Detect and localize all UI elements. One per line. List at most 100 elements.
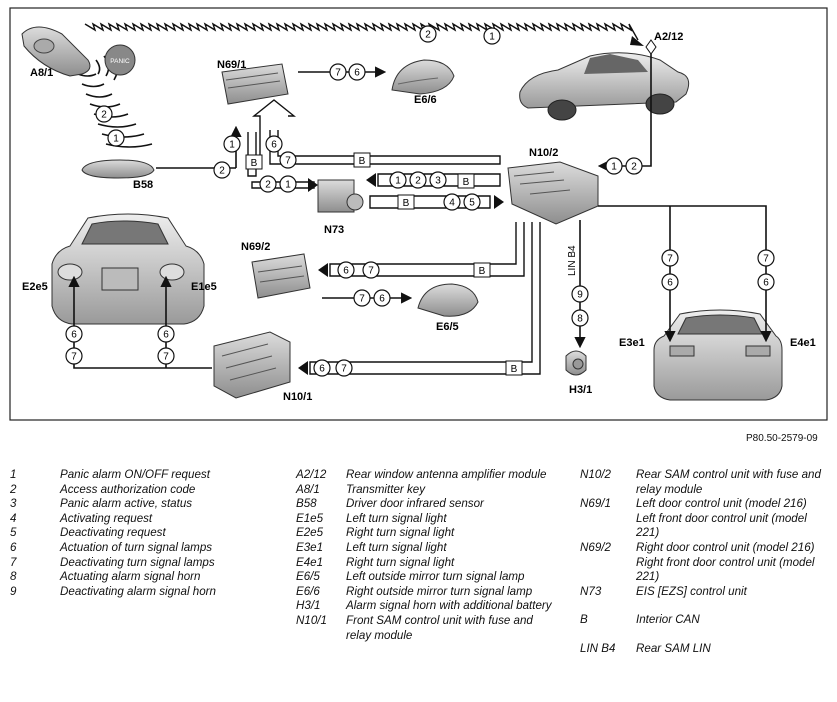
signal-circle-number: 6 [667,278,673,289]
signal-circle-ring [757,249,775,267]
signal-circle-ring [107,129,125,147]
signal-circle-number: 2 [219,166,225,177]
legend-description: Deactivating turn signal lamps [60,555,215,569]
label-N69-1: N69/1 [217,59,246,71]
signal-circle-number: 6 [379,294,385,305]
legend-description: Interior CAN [636,613,700,627]
legend-code: LIN B4 [580,641,616,655]
signal-circle: 7 [757,249,775,267]
wireless-signal-top [84,22,639,41]
legend-code: E1e5 [296,511,324,525]
legend-description: Right turn signal light [346,555,455,569]
legend-row: B Interior CAN [580,613,830,628]
signal-circle-number: 7 [359,294,365,305]
label-E4e1: E4e1 [790,337,816,349]
car-rear-view [653,309,783,401]
door-handle-sensor-B58 [81,159,155,179]
signal-circle-number: 2 [631,162,637,173]
signal-circle-ring [483,27,501,45]
legend-code [580,556,636,585]
signal-circle: 6 [661,273,679,291]
signal-circle-ring [757,273,775,291]
signal-circle-ring [265,135,283,153]
signal-circle: 6 [337,261,355,279]
legend-code [580,512,636,541]
legend-description: Actuating alarm signal horn [60,570,201,584]
signal-circle: 6 [265,135,283,153]
can-box: B [397,194,415,210]
signal-circle: 2 [95,105,113,123]
legend-code: 9 [10,584,17,598]
rear-sam-N10-2 [507,161,599,225]
signal-circle: 2 [259,175,277,193]
legend-description: Left turn signal light [346,511,447,525]
signal-circle-ring [409,171,427,189]
signal-circle-ring [353,289,371,307]
legend-description: Panic alarm ON/OFF request [60,468,210,481]
signal-circle-ring [661,273,679,291]
legend-description: Deactivating alarm signal horn [60,584,216,598]
signal-circle: 2 [213,161,231,179]
signal-circle: 1 [279,175,297,193]
label-E1e5: E1e5 [191,281,217,293]
legend-description: Rear window antenna amplifier module [346,468,547,481]
legend-description: Transmitter key [346,482,426,496]
legend-row: 9 Deactivating alarm signal horn [10,585,260,600]
signal-circle: 1 [107,129,125,147]
legend-code: B [580,613,588,627]
signal-circle: 2 [625,157,643,175]
legend-description: Left turn signal light [346,540,447,554]
label-N10-1: N10/1 [283,391,312,403]
label-E2e5: E2e5 [22,281,48,293]
signal-circle-number: 6 [354,68,360,79]
signal-circle-number: 6 [163,330,169,341]
signal-circle-ring [571,285,589,303]
signal-circle: 6 [313,359,331,377]
signal-circle-ring [429,171,447,189]
label-B58: B58 [133,179,153,191]
legend-code: N69/1 [580,497,611,511]
legend-code: B58 [296,497,317,511]
signal-circle-ring [279,151,297,169]
signal-circle: 6 [373,289,391,307]
legend-code: 4 [10,511,17,525]
signal-circle-ring [605,157,623,175]
signal-circle: 3 [429,171,447,189]
signal-circle: 7 [661,249,679,267]
signal-circle-ring [661,249,679,267]
legend-description: Left outside mirror turn signal lamp [346,570,525,584]
signal-circle-ring [362,261,380,279]
reference-number: P80.50-2579-09 [746,433,818,444]
signal-circle-ring [373,289,391,307]
signal-circle-ring [335,359,353,377]
signal-circle-number: 7 [667,254,673,265]
transmitter-key-A8-1 [21,26,91,77]
legend-code: 5 [10,526,17,540]
signal-circle-ring [348,63,366,81]
signal-circle-ring [329,63,347,81]
signal-circle: 7 [353,289,371,307]
legend-description: Rear SAM control unit with fuse and rela… [636,468,821,496]
signal-circle: 7 [335,359,353,377]
signal-circle-number: 6 [271,140,277,151]
can-box: B [473,262,491,278]
door-control-unit-N69-1 [221,63,289,105]
signal-circle-number: 8 [577,314,583,325]
car-side-view-top [519,52,690,121]
legend-description: Rear SAM LIN [636,641,711,655]
mirror-E6-5 [417,283,479,317]
legend-row: E1e5 Left turn signal light [296,512,558,527]
signal-circle-number: 1 [113,134,119,145]
label-A8-1: A8/1 [30,67,53,79]
signal-circle-ring [223,135,241,153]
legend-code: 6 [10,540,17,554]
